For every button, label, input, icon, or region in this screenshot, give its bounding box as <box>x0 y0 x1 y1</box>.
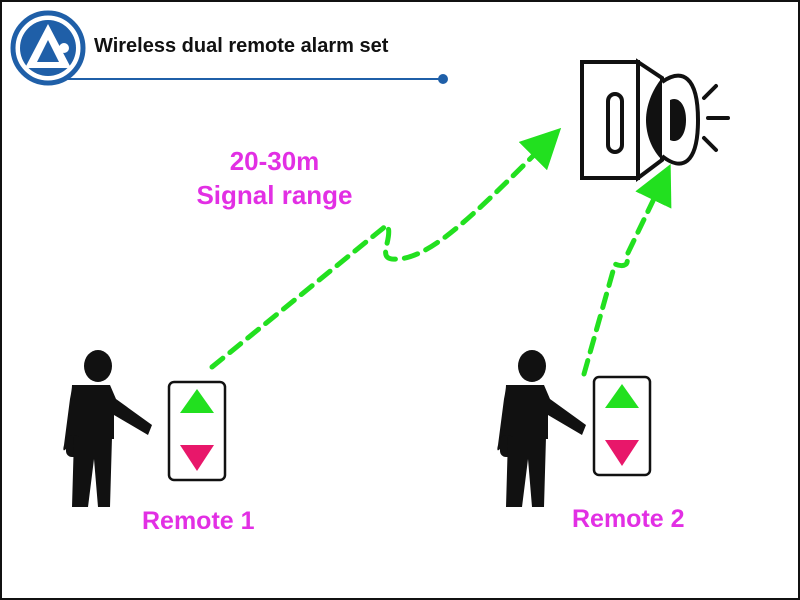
loudspeaker-icon <box>580 58 730 182</box>
diagram-title: Wireless dual remote alarm set <box>94 35 389 57</box>
person-icon <box>497 350 586 507</box>
down-arrow-button-icon <box>180 445 214 471</box>
signal-range-value: 20-30m <box>229 146 320 176</box>
up-arrow-button-icon <box>180 389 214 413</box>
triangle-logo-icon <box>10 10 86 86</box>
up-arrow-button-icon <box>605 384 639 408</box>
signal-path-remote-2 <box>581 163 672 377</box>
remote-control-2 <box>592 375 652 477</box>
signal-path-remote-1 <box>209 127 562 370</box>
down-arrow-button-icon <box>605 440 639 466</box>
remote-2-label: Remote 2 <box>572 505 685 533</box>
person-icon <box>63 350 153 507</box>
signal-range-label: 20-30m Signal range <box>162 144 387 212</box>
remote-1-label: Remote 1 <box>142 507 255 535</box>
remote-control-1 <box>167 380 227 482</box>
title-underline <box>62 74 448 84</box>
signal-range-text: Signal range <box>196 180 353 210</box>
